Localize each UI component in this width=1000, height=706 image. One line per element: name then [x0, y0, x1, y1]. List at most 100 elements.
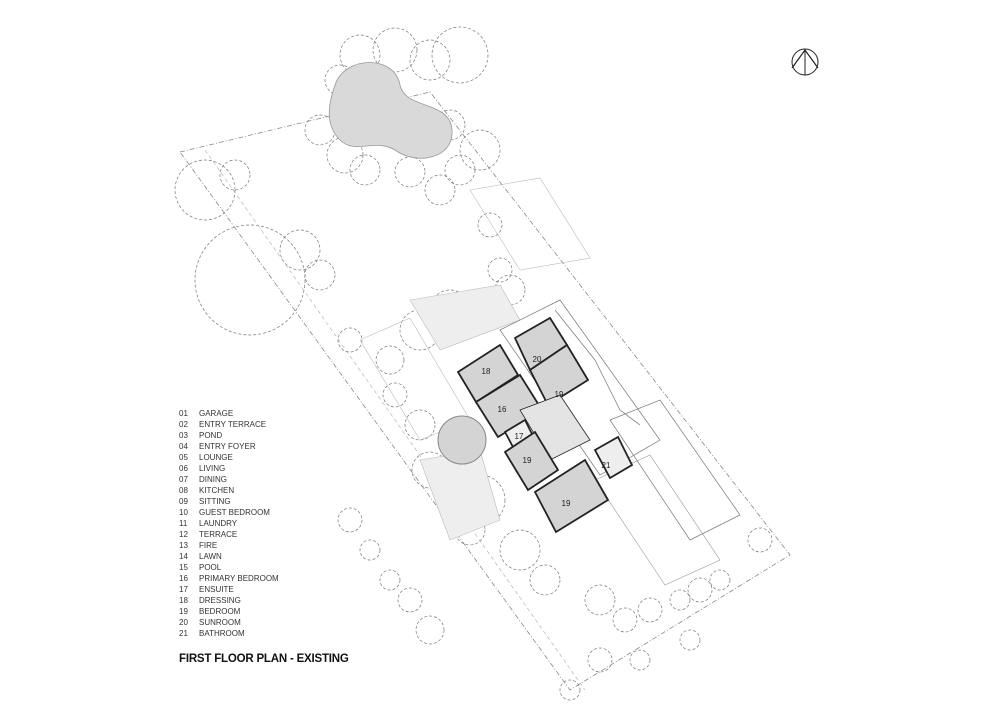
- tree-canopy: [559, 679, 581, 701]
- legend-item: 18 DRESSING: [179, 595, 279, 606]
- room-label: 20: [533, 355, 542, 364]
- legend-number: 16: [179, 574, 188, 583]
- legend-label: DRESSING: [199, 596, 241, 605]
- paving-upper: [469, 177, 591, 271]
- legend-label: TERRACE: [199, 530, 238, 539]
- north-arrow-icon: [791, 48, 819, 76]
- site-inner-line: [204, 149, 586, 691]
- room-label: 21: [602, 461, 611, 470]
- legend-number: 14: [179, 552, 188, 561]
- legend-number: 15: [179, 563, 188, 572]
- room-label: 17: [515, 432, 524, 441]
- tree-canopy: [629, 649, 651, 671]
- roof-ridge: [554, 309, 641, 426]
- legend-label: SUNROOM: [199, 618, 241, 627]
- tree-canopy: [637, 597, 663, 623]
- legend-label: KITCHEN: [199, 486, 235, 495]
- legend-item: 15 POOL: [179, 562, 279, 573]
- tree-canopy: [499, 529, 541, 571]
- tree-canopy: [709, 569, 731, 591]
- legend-label: BATHROOM: [199, 629, 245, 638]
- legend-item: 08 KITCHEN: [179, 485, 279, 496]
- tree-canopy: [304, 259, 336, 291]
- legend-number: 08: [179, 486, 188, 495]
- legend-item: 21 BATHROOM: [179, 628, 279, 639]
- tree-canopy: [431, 26, 489, 84]
- legend-label: LOUNGE: [199, 453, 233, 462]
- legend-label: ENSUITE: [199, 585, 234, 594]
- legend-number: 18: [179, 596, 188, 605]
- legend-label: LAUNDRY: [199, 519, 238, 528]
- legend-item: 14 LAWN: [179, 551, 279, 562]
- legend-number: 19: [179, 607, 188, 616]
- legend-label: LIVING: [199, 464, 226, 473]
- tree-canopy: [747, 527, 773, 553]
- legend-number: 04: [179, 442, 188, 451]
- tree-canopy: [612, 607, 638, 633]
- legend-label: SITTING: [199, 497, 231, 506]
- legend-label: BEDROOM: [199, 607, 241, 616]
- legend-label: POOL: [199, 563, 222, 572]
- legend-number: 03: [179, 431, 188, 440]
- legend-label: ENTRY TERRACE: [199, 420, 267, 429]
- tree-canopy: [444, 154, 476, 186]
- tree-canopy: [194, 224, 306, 336]
- garage-outline: [609, 399, 741, 541]
- legend-item: 04 ENTRY FOYER: [179, 441, 279, 452]
- tree-canopy: [487, 257, 513, 283]
- legend-number: 01: [179, 409, 188, 418]
- trees: [174, 26, 773, 701]
- tree-canopy: [587, 647, 613, 673]
- legend-item: 13 FIRE: [179, 540, 279, 551]
- legend-label: FIRE: [199, 541, 218, 550]
- legend-number: 05: [179, 453, 188, 462]
- tree-canopy: [687, 577, 713, 603]
- room-dressing: [456, 343, 520, 404]
- legend-item: 17 ENSUITE: [179, 584, 279, 595]
- room-label: 18: [482, 367, 491, 376]
- tree-canopy: [174, 159, 236, 221]
- legend-label: POND: [199, 431, 223, 440]
- rooms: 18 20 16 19 17 19 19 21: [456, 316, 634, 534]
- tree-canopy: [394, 156, 426, 188]
- tree-canopy: [424, 174, 456, 206]
- legend-number: 02: [179, 420, 188, 429]
- legend-label: ENTRY FOYER: [199, 442, 256, 451]
- legend-number: 07: [179, 475, 188, 484]
- legend-item: 01 GARAGE: [179, 408, 279, 419]
- tree-canopy: [459, 129, 501, 171]
- tree-canopy: [477, 212, 503, 238]
- legend-label: PRIMARY BEDROOM: [199, 574, 279, 583]
- room-label: 19: [562, 499, 571, 508]
- legend-number: 12: [179, 530, 188, 539]
- legend-number: 17: [179, 585, 188, 594]
- legend-number: 21: [179, 629, 188, 638]
- tree-canopy: [679, 629, 701, 651]
- legend-number: 10: [179, 508, 188, 517]
- tree-canopy: [375, 345, 405, 375]
- legend-label: GARAGE: [199, 409, 234, 418]
- room-legend: 01 GARAGE 02 ENTRY TERRACE 03 POND 04 ENTRY FOY…: [179, 408, 279, 639]
- tree-canopy: [372, 27, 418, 73]
- tree-canopy: [669, 589, 691, 611]
- room-label: 19: [555, 390, 564, 399]
- legend-label: LAWN: [199, 552, 222, 561]
- room-bathroom: [593, 435, 634, 480]
- tree-canopy: [359, 539, 381, 561]
- room-bedroom-1: [528, 343, 590, 407]
- lawn-hatch: [409, 284, 521, 351]
- tree-canopy: [379, 569, 401, 591]
- legend-item: 16 PRIMARY BEDROOM: [179, 573, 279, 584]
- legend-item: 12 TERRACE: [179, 529, 279, 540]
- legend-item: 05 LOUNGE: [179, 452, 279, 463]
- legend-item: 02 ENTRY TERRACE: [179, 419, 279, 430]
- legend-number: 13: [179, 541, 188, 550]
- tree-canopy: [529, 564, 561, 596]
